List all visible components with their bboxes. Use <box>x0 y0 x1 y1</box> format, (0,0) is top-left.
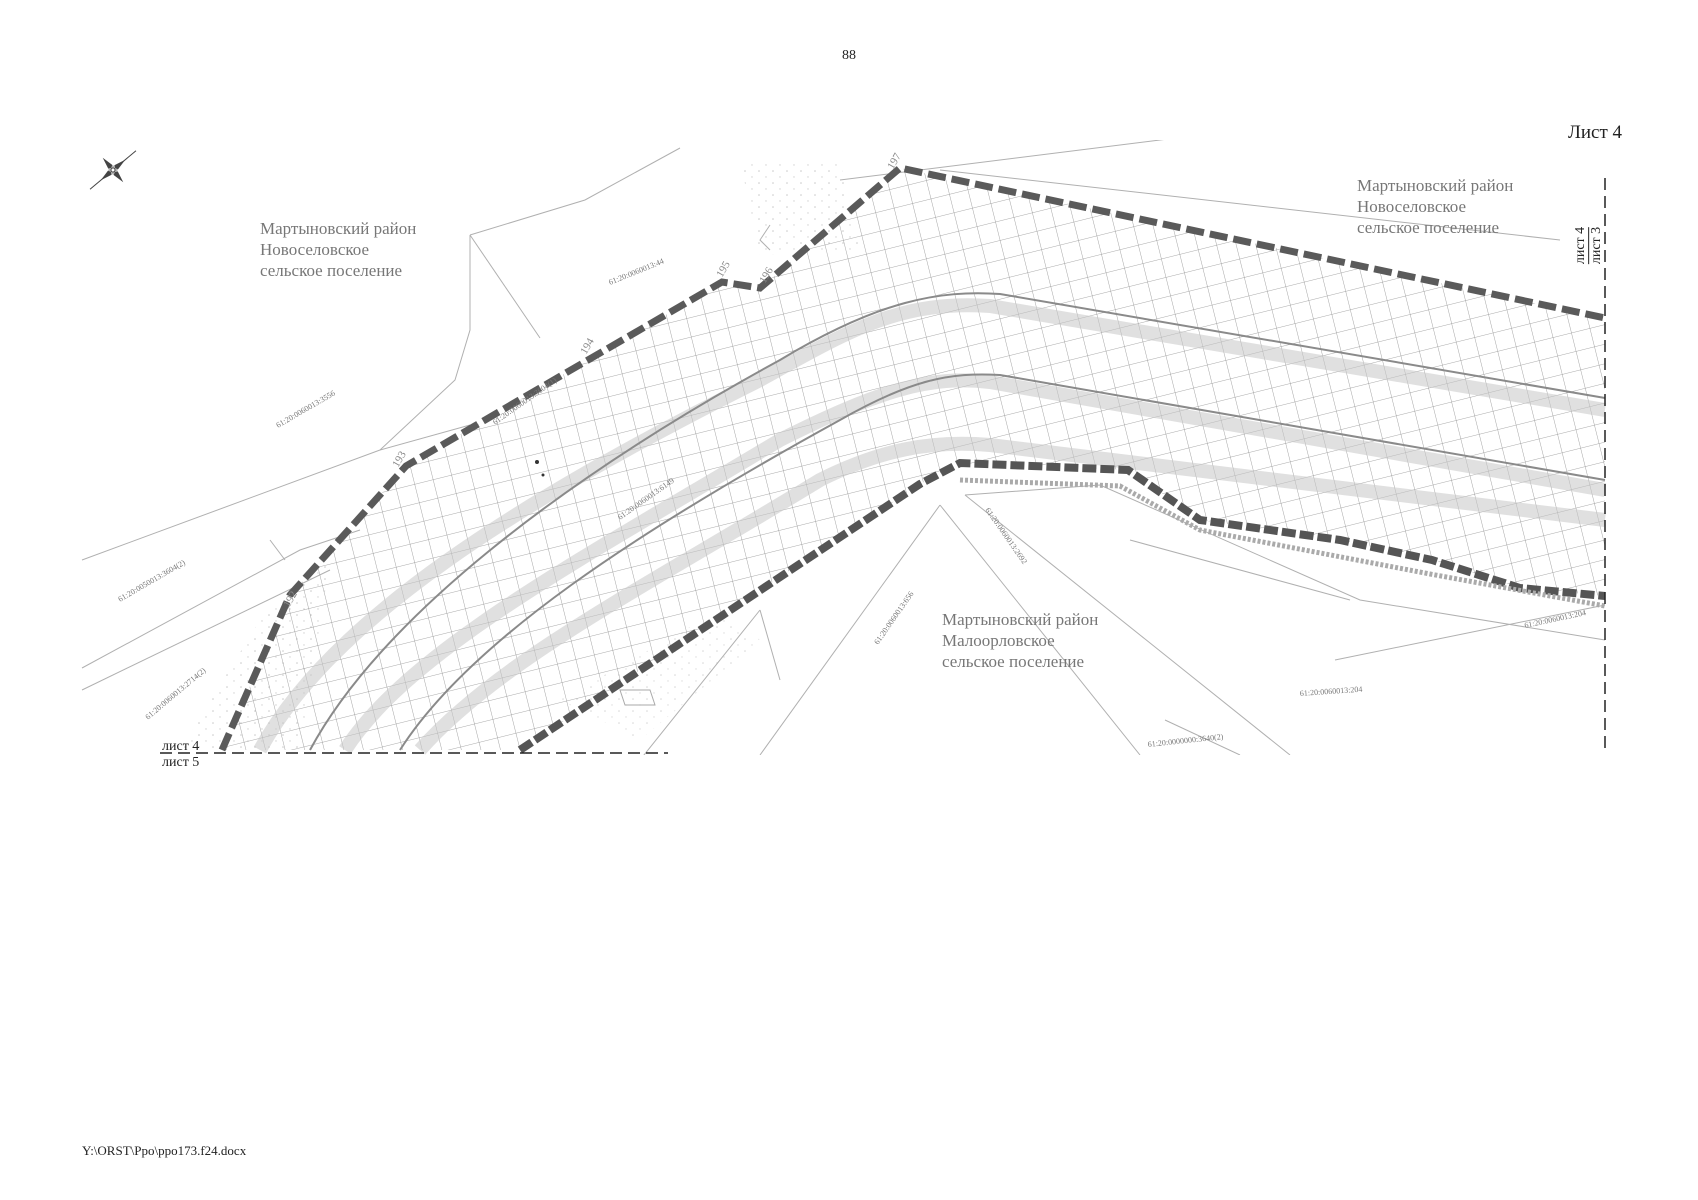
zone-boundary-south <box>517 458 1606 754</box>
road-embankment <box>253 298 1607 755</box>
sheet-mark-bottom-lower: лист 5 <box>162 755 200 770</box>
road-axis <box>309 292 1606 751</box>
page-number: 88 <box>842 48 856 63</box>
hatched-zone <box>222 168 1605 750</box>
sheet-mark-bottom-upper: лист 4 <box>162 739 200 754</box>
parcel-number: 61:20:0050013:3604(2) <box>117 558 188 604</box>
parcel-number: 61:20:0060013:3556 <box>275 389 337 430</box>
sheet-label: Лист 4 <box>1568 122 1623 143</box>
parcel-number: 61:20:0000000:3640(2) <box>1147 732 1224 749</box>
zone-boundary-north <box>218 164 1606 752</box>
point-number: 195 <box>714 259 733 280</box>
sheet-mark-right: лист 4 лист 3 <box>1573 226 1605 265</box>
cadastral-lines <box>81 140 1606 755</box>
parcel-number: 61:20:0060013:2692 <box>983 506 1029 566</box>
parcel-number: 61:20:0060013:2714(2) <box>144 666 208 722</box>
compass-rose-icon <box>89 150 137 190</box>
footer-file-path: Y:\ORST\Ppo\ppo173.f24.docx <box>82 1143 247 1158</box>
region-label-northeast: Мартыновский район Новоселовское сельско… <box>1357 176 1514 237</box>
parcel-number: 61:20:0060013:204 <box>1300 685 1363 698</box>
region-label-northwest: Мартыновский район Новоселовское сельско… <box>260 219 417 280</box>
region-label-south: Мартыновский район Малоорловское сельско… <box>942 610 1099 671</box>
terrain-area <box>560 610 760 740</box>
parcel-number: 61:20:0060013:204 <box>1524 608 1587 630</box>
parcel-number: 61:20:0060013:656 <box>872 590 915 647</box>
parcel-number: 61:20:0060013:44 <box>607 257 665 287</box>
